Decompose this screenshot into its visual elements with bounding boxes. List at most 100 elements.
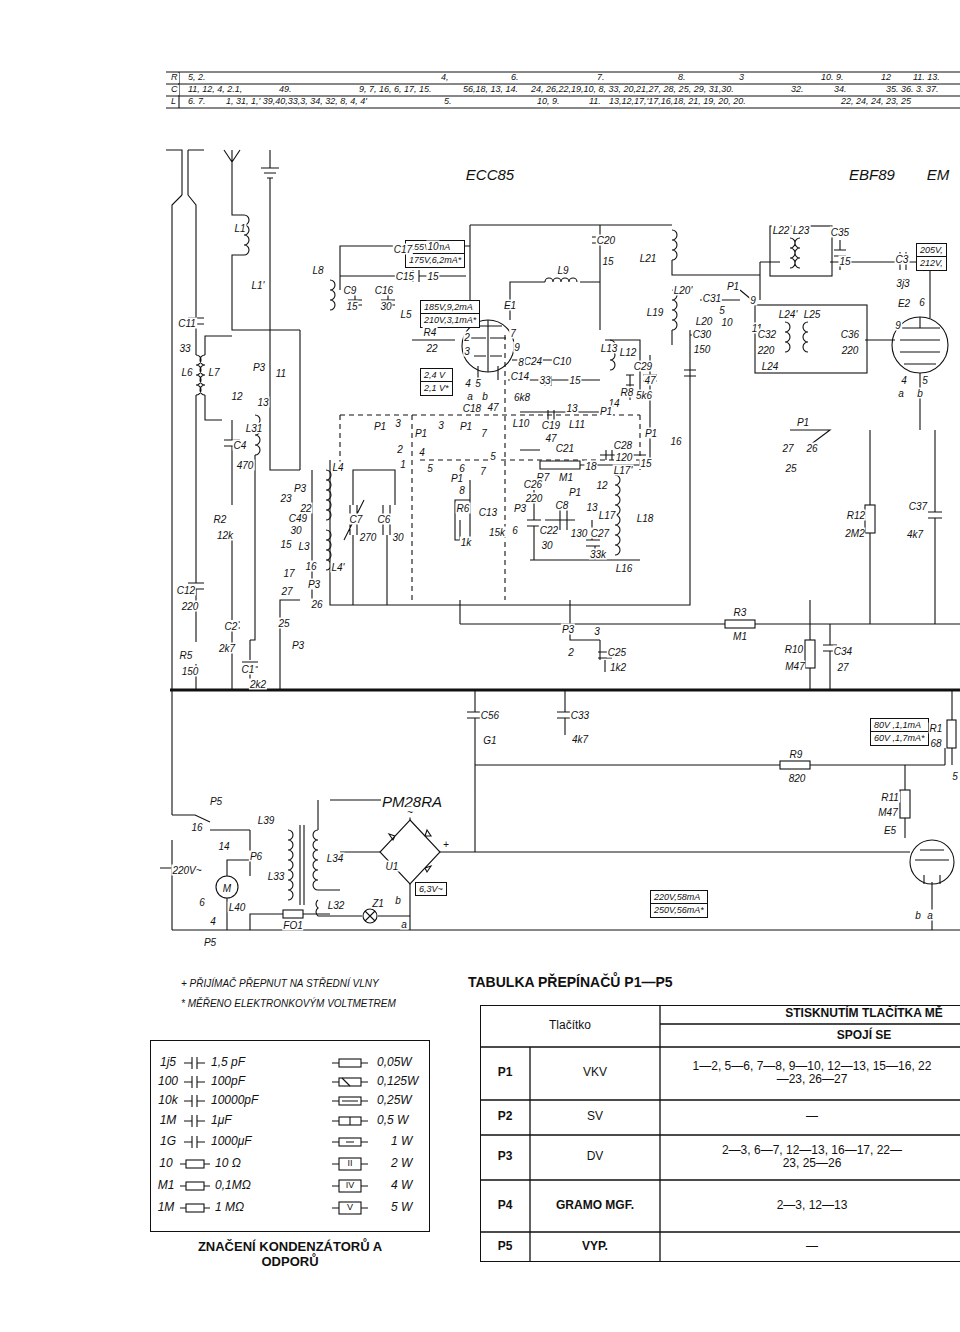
part-label: 1M	[157, 1201, 176, 1214]
part-label: 33k	[589, 549, 607, 560]
part-label: P1	[414, 428, 428, 439]
part-label: 16	[190, 822, 203, 833]
part-label: L6	[180, 367, 193, 378]
part-label: 8	[517, 357, 525, 368]
part-label: R11	[880, 792, 900, 803]
part-label: 100pF	[210, 1075, 246, 1088]
part-label: C25	[607, 647, 627, 658]
part-label: 3	[394, 418, 402, 429]
part-label: VKV	[582, 1066, 608, 1079]
part-label: EM	[926, 167, 951, 184]
part-label: R1	[929, 723, 944, 734]
part-label: 11	[275, 368, 287, 379]
part-label: 4	[418, 447, 426, 458]
part-label: 1 MΩ	[214, 1201, 245, 1214]
part-label: 35. 36. 3. 37.	[885, 85, 940, 95]
part-label: 26	[310, 599, 323, 610]
part-label: 30	[379, 301, 392, 312]
part-label: R8	[620, 387, 635, 398]
input-wires	[172, 195, 300, 690]
part-label: 49.	[278, 85, 293, 95]
part-label: 6.	[510, 73, 520, 83]
part-label: 5	[718, 305, 726, 316]
part-label: 5k6	[635, 390, 653, 401]
part-label: 5	[921, 375, 929, 386]
part-label: C33	[570, 710, 590, 721]
part-label: E2	[897, 298, 911, 309]
part-label: 6	[511, 525, 519, 536]
part-label: 2k2	[249, 679, 267, 690]
tube-ebf89	[892, 317, 948, 373]
part-label: 2	[396, 444, 404, 455]
part-label: L22	[772, 225, 791, 236]
part-label: 13	[565, 403, 578, 414]
part-label: C19	[541, 420, 561, 431]
part-label: 23	[279, 493, 292, 504]
tube-electrodes	[900, 317, 940, 364]
part-label: 15	[279, 539, 292, 550]
part-label: 2—3, 6—7, 12—13, 16—17, 22—23, 25—26	[716, 1144, 908, 1170]
part-label: 47	[486, 402, 499, 413]
part-label: 130	[570, 528, 589, 539]
part-label: C32	[757, 329, 777, 340]
part-label: R4	[423, 327, 438, 338]
part-label: P1	[450, 473, 464, 484]
part-label: 220	[525, 493, 544, 504]
part-label: L20	[695, 316, 714, 327]
part-label: C8	[555, 500, 570, 511]
part-label: C34	[833, 646, 853, 657]
pilot-lamp	[363, 909, 377, 923]
part-label: C20	[596, 235, 616, 246]
part-label: 15	[601, 256, 614, 267]
part-label: STISKNUTÍM TLAČÍTKA MĚ	[784, 1007, 944, 1020]
part-label: C1	[241, 664, 256, 675]
part-label: C37	[908, 501, 928, 512]
part-label: L17	[598, 510, 617, 521]
resistor-r1	[947, 720, 956, 748]
part-label: P3	[291, 640, 305, 651]
part-label: L25	[803, 309, 822, 320]
part-label: 1000μF	[210, 1135, 253, 1148]
part-label: 9	[513, 342, 521, 353]
part-label: 2	[567, 647, 575, 658]
part-label: C17	[393, 244, 413, 255]
part-label: 7	[480, 428, 488, 439]
part-label: C22	[539, 525, 559, 536]
part-label: L13	[600, 343, 619, 354]
part-label: 22, 24, 24, 23, 25	[840, 97, 912, 107]
resistor-symbol	[339, 1138, 361, 1146]
part-label: C24	[523, 356, 543, 367]
part-label: 68	[929, 738, 942, 749]
part-label: 12	[230, 391, 243, 402]
part-label: 13	[585, 502, 598, 513]
part-label: 25	[784, 463, 797, 474]
part-label: VYP.	[581, 1240, 609, 1253]
part-label: P3	[561, 624, 575, 635]
part-label: C21	[555, 443, 575, 454]
part-label: * MĚŘENO ELEKTRONKOVÝM VOLTMETREM	[180, 998, 397, 1009]
part-label: DV	[586, 1150, 605, 1163]
part-label: 11. 13.	[912, 73, 941, 83]
part-label: 15k	[488, 527, 506, 538]
part-label: 5 W	[390, 1201, 413, 1214]
part-label: L18	[636, 513, 655, 524]
part-label: M1	[558, 472, 574, 483]
part-label: GRAMO MGF.	[554, 1199, 636, 1212]
power-wires	[160, 690, 960, 930]
part-label: 18	[584, 461, 597, 472]
part-label: L31	[245, 423, 264, 434]
transformer	[288, 800, 410, 916]
table-grid	[480, 1005, 960, 1262]
part-label: 5	[426, 463, 434, 474]
part-label: E5	[883, 825, 897, 836]
resistor-symbol	[186, 1160, 204, 1168]
part-label: 3	[593, 626, 601, 637]
part-label: 0,1MΩ	[214, 1179, 252, 1192]
resistor-symbol	[339, 1078, 361, 1086]
part-label: 12k	[216, 530, 234, 541]
part-label: C27	[590, 528, 610, 539]
part-label: 820	[788, 773, 807, 784]
part-label: R2	[213, 514, 228, 525]
part-label: 15	[568, 375, 581, 386]
part-label: 26	[805, 443, 818, 454]
